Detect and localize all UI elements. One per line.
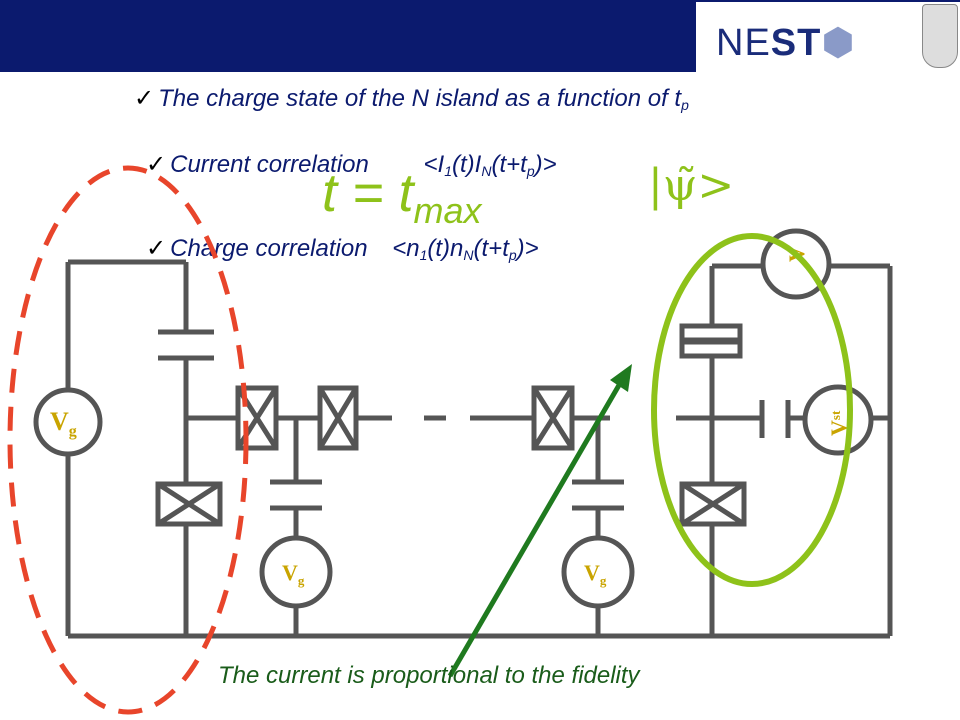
nest-logo: NEST⬢ — [716, 20, 856, 65]
logo-area — [696, 2, 960, 72]
t-max-label: t = tmax — [322, 163, 482, 231]
bullet-label: Current correlation — [170, 151, 369, 178]
caption-text: The current is proportional to the fidel… — [218, 662, 640, 689]
charge-correlation-expr: <n1(t)nN(t+tp)> — [392, 235, 539, 263]
psi-state-label: |ψ̃> — [648, 160, 735, 211]
left-dashed-ellipse — [7, 165, 249, 715]
bullet-text: The charge state of the N island as a fu… — [158, 85, 682, 112]
double-capacitor — [679, 323, 743, 359]
logo-prefix: NE — [716, 22, 771, 64]
vg-label-right: Vg — [584, 560, 607, 588]
coat-of-arms-icon — [922, 4, 958, 68]
vg-label-mid: Vg — [282, 560, 305, 588]
check-icon: ✓ — [146, 235, 167, 262]
bullet-current-correlation: ✓Current correlation <I1(t)IN(t+tp)> — [146, 150, 557, 179]
bullet-charge-correlation: ✓Charge correlation <n1(t)nN(t+tp)> — [146, 234, 539, 263]
check-icon: ✓ — [146, 151, 167, 178]
fidelity-arrow — [447, 364, 632, 678]
cube-icon: ⬢ — [821, 22, 856, 64]
bullet-label: Charge correlation — [170, 235, 368, 262]
current-correlation-expr: <I1(t)IN(t+tp)> — [423, 151, 557, 179]
voltage-sources — [33, 228, 874, 609]
bullet-charge-state: ✓The charge state of the N island as a f… — [134, 84, 689, 113]
vg-label-left: Vg — [50, 407, 77, 440]
check-icon: ✓ — [134, 85, 155, 112]
bullet-sub: p — [681, 97, 689, 113]
circuit-wires — [65, 259, 893, 639]
source-labels: Vg Vg Vg V Vst — [50, 246, 851, 588]
logo-bold: ST — [770, 22, 822, 64]
capacitors — [158, 329, 791, 511]
vst-label: Vst — [826, 410, 851, 436]
right-green-ellipse — [651, 233, 853, 587]
